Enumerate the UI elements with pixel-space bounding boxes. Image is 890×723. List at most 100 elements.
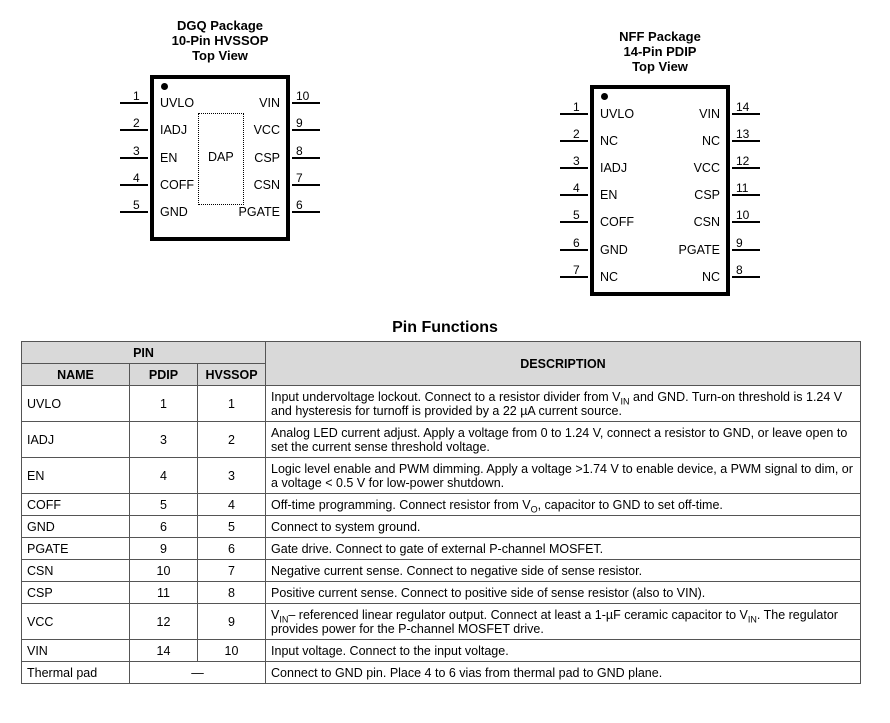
description-cell: Gate drive. Connect to gate of external … bbox=[265, 537, 861, 560]
pin-name-cell: VIN bbox=[21, 639, 130, 662]
dgq-pin-label-8: CSP bbox=[254, 150, 280, 165]
nff-pin-label-5: COFF bbox=[600, 215, 635, 230]
nff-pin-number-10: 10 bbox=[736, 208, 750, 223]
nff-pin-lead-2 bbox=[560, 140, 588, 143]
hvssop-pin-cell: 8 bbox=[196, 581, 267, 604]
nff-pin-lead-7 bbox=[560, 275, 588, 278]
description-subscript: O bbox=[530, 504, 538, 514]
nff-title-line1: NFF Package bbox=[619, 29, 701, 44]
description-subscript: IN bbox=[620, 396, 630, 406]
dgq-pin-label-1: UVLO bbox=[160, 96, 195, 110]
nff-pin-lead-12 bbox=[732, 167, 760, 170]
pin-name-cell: CSP bbox=[21, 581, 130, 604]
description-text: Logic level enable and PWM dimming. Appl… bbox=[271, 461, 853, 490]
nff-pin-lead-5 bbox=[560, 221, 588, 224]
dgq-pin-label-5: GND bbox=[160, 205, 188, 219]
description-text: Negative current sense. Connect to negat… bbox=[271, 563, 643, 578]
header-hvssop: HVSSOP bbox=[196, 363, 267, 386]
dgq-pin-lead-2 bbox=[120, 129, 148, 132]
nff-pin-label-11: CSP bbox=[694, 188, 720, 203]
nff-pin-lead-1 bbox=[560, 113, 588, 115]
dgq-dap-outline bbox=[198, 113, 244, 205]
description-cell: Input undervoltage lockout. Connect to a… bbox=[265, 385, 861, 422]
dgq-pin-lead-4 bbox=[120, 183, 148, 186]
pdip-pin-cell: 1 bbox=[129, 385, 198, 422]
description-text: – referenced linear regulator output. Co… bbox=[288, 607, 748, 622]
dgq-pin-lead-10 bbox=[292, 102, 320, 104]
description-subscript: IN bbox=[747, 614, 757, 624]
nff-pin-lead-10 bbox=[732, 221, 760, 224]
dgq-dap-label: DAP bbox=[208, 150, 234, 164]
nff-pin-number-3: 3 bbox=[573, 154, 580, 169]
dgq-pin-number-9: 9 bbox=[296, 116, 303, 131]
dgq-pin-number-3: 3 bbox=[133, 143, 140, 158]
nff-pin-lead-3 bbox=[560, 167, 588, 170]
nff-pin-label-9: PGATE bbox=[678, 242, 720, 257]
dgq-pin-label-10: VIN bbox=[259, 96, 280, 110]
dgq-title: DGQ Package 10-Pin HVSSOP Top View bbox=[150, 18, 290, 63]
table-row: Thermal pad—Connect to GND pin. Place 4 … bbox=[21, 661, 861, 684]
nff-pin-label-10: CSN bbox=[693, 215, 720, 230]
nff-pin-number-1: 1 bbox=[573, 100, 580, 114]
description-text: V bbox=[271, 607, 280, 622]
description-subscript: IN bbox=[279, 614, 289, 624]
nff-pin-lead-11 bbox=[732, 194, 760, 197]
dgq-pin-number-2: 2 bbox=[133, 116, 140, 131]
pin-name-cell: Thermal pad bbox=[21, 661, 130, 684]
dgq-pin-lead-5 bbox=[120, 211, 148, 213]
header-pdip: PDIP bbox=[129, 363, 198, 386]
nff-pin-label-1: UVLO bbox=[600, 107, 635, 121]
dgq-pin-lead-1 bbox=[120, 102, 148, 104]
description-cell: Input voltage. Connect to the input volt… bbox=[265, 639, 861, 662]
description-cell: Connect to system ground. bbox=[265, 515, 861, 538]
pin-name-cell: IADJ bbox=[21, 421, 130, 458]
header-description: DESCRIPTION bbox=[265, 341, 861, 386]
header-name: NAME bbox=[21, 363, 130, 386]
pin-name-cell: COFF bbox=[21, 493, 130, 516]
nff-pin-label-14: VIN bbox=[699, 107, 720, 121]
description-text: . The regulator provides power for the P… bbox=[271, 607, 838, 636]
nff-pin-lead-9 bbox=[732, 248, 760, 251]
description-cell: Connect to GND pin. Place 4 to 6 vias fr… bbox=[265, 661, 861, 684]
nff-chip-body bbox=[590, 85, 730, 296]
hvssop-pin-cell: 7 bbox=[196, 559, 267, 582]
nff-pin-number-11: 11 bbox=[736, 181, 749, 196]
dgq-pin-number-7: 7 bbox=[296, 170, 303, 185]
hvssop-pin-cell: 1 bbox=[196, 385, 267, 422]
dgq-pin1-marker bbox=[161, 83, 168, 90]
pin-name-cell: PGATE bbox=[21, 537, 130, 560]
nff-title-line2: 14-Pin PDIP bbox=[623, 44, 697, 59]
dgq-pin-number-5: 5 bbox=[133, 198, 140, 212]
dgq-pin-number-6: 6 bbox=[296, 198, 303, 212]
hvssop-pin-cell: 6 bbox=[196, 537, 267, 560]
dgq-title-line3: Top View bbox=[192, 48, 248, 63]
dgq-pin-number-4: 4 bbox=[133, 170, 140, 185]
nff-pin-number-12: 12 bbox=[736, 154, 750, 169]
dgq-pin-label-3: EN bbox=[160, 150, 178, 165]
description-text: Connect to GND pin. Place 4 to 6 vias fr… bbox=[271, 665, 663, 680]
dgq-pin-label-4: COFF bbox=[160, 177, 195, 192]
dgq-pin-number-10: 10 bbox=[296, 89, 310, 103]
dgq-pin-number-1: 1 bbox=[133, 89, 140, 103]
nff-pin-label-8: NC bbox=[701, 269, 720, 284]
nff-pin-number-13: 13 bbox=[736, 127, 750, 142]
pin-name-cell: UVLO bbox=[21, 385, 130, 422]
pin-name-cell: GND bbox=[21, 515, 130, 538]
dgq-pin-lead-9 bbox=[292, 129, 320, 132]
dgq-pin-label-2: IADJ bbox=[160, 123, 188, 138]
pdip-pin-cell: 10 bbox=[129, 559, 198, 582]
dgq-pin-lead-7 bbox=[292, 183, 320, 186]
description-cell: Analog LED current adjust. Apply a volta… bbox=[265, 421, 861, 458]
description-text: Input voltage. Connect to the input volt… bbox=[271, 643, 509, 658]
description-text: Input undervoltage lockout. Connect to a… bbox=[271, 389, 621, 404]
pdip-pin-cell: 11 bbox=[129, 581, 198, 604]
description-cell: Off-time programming. Connect resistor f… bbox=[265, 493, 861, 516]
nff-pin-lead-6 bbox=[560, 248, 588, 251]
